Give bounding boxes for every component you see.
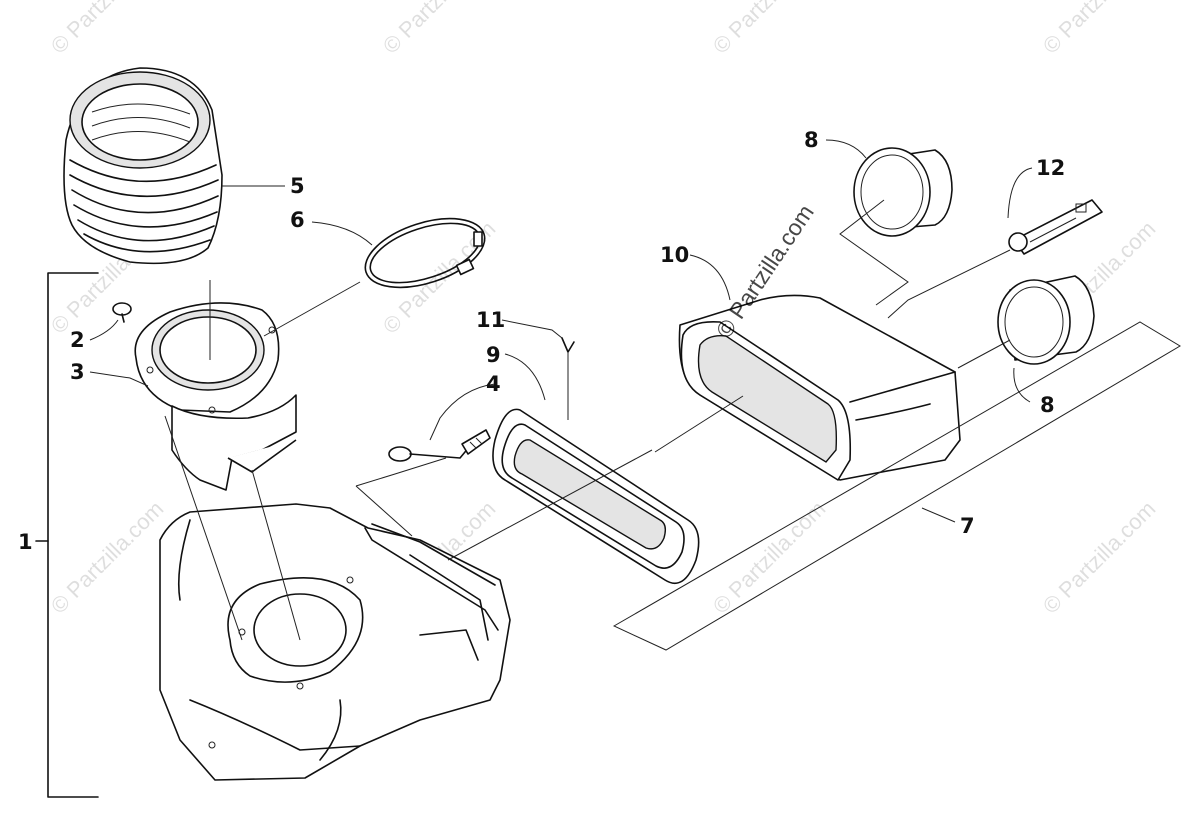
callout-7: 7 bbox=[960, 514, 975, 538]
watermark: © Partzilla.com bbox=[46, 0, 169, 59]
watermark: © Partzilla.com bbox=[1038, 0, 1161, 59]
callout-10: 10 bbox=[660, 243, 689, 267]
watermark: © Partzilla.com bbox=[1038, 496, 1161, 619]
callout-4: 4 bbox=[486, 372, 501, 396]
callout-12: 12 bbox=[1036, 156, 1065, 180]
leader-lines bbox=[89, 139, 1181, 651]
decal-part bbox=[1008, 199, 1103, 255]
callout-labels: 1 2 3 4 5 6 7 8 8 9 10 11 12 bbox=[18, 128, 1065, 554]
callout-5: 5 bbox=[290, 174, 305, 198]
assembly-bracket-1 bbox=[35, 272, 99, 798]
callout-11: 11 bbox=[476, 308, 505, 332]
callout-6: 6 bbox=[290, 208, 305, 232]
latch-part bbox=[388, 429, 491, 462]
clip-part bbox=[561, 337, 575, 353]
plug-part-upper bbox=[853, 147, 953, 237]
callout-3: 3 bbox=[70, 360, 85, 384]
screw-part bbox=[112, 302, 132, 323]
plug-part-lower bbox=[997, 275, 1095, 365]
callout-8-lower: 8 bbox=[1040, 393, 1055, 417]
callout-2: 2 bbox=[70, 328, 85, 352]
clamp-part bbox=[364, 217, 486, 289]
watermark: © Partzilla.com bbox=[46, 496, 169, 619]
callout-9: 9 bbox=[486, 343, 501, 367]
watermark: © Partzilla.com bbox=[378, 0, 501, 59]
rubber-boot-part bbox=[63, 67, 223, 265]
callout-8-upper: 8 bbox=[804, 128, 819, 152]
seal-part bbox=[492, 408, 700, 585]
airbox-part bbox=[159, 503, 511, 781]
watermark: © Partzilla.com bbox=[708, 496, 831, 619]
housing-part bbox=[678, 294, 961, 481]
watermark: © Partzilla.com bbox=[708, 0, 831, 59]
adapter-part bbox=[134, 302, 297, 491]
callout-1: 1 bbox=[18, 530, 33, 554]
